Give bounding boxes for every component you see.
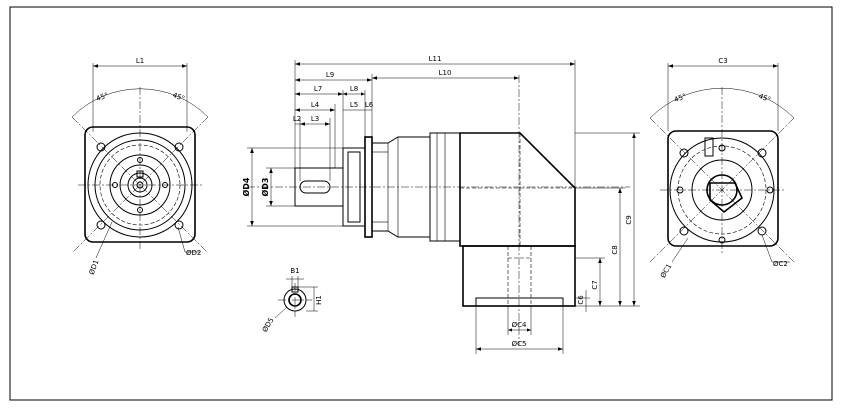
dim-C7-label: C7 [591, 280, 599, 289]
dim-C5-label: ØC5 [512, 340, 527, 348]
dim-L5-label: L5 [350, 101, 358, 109]
dim-L8-label: L8 [350, 85, 358, 93]
dim-L6-label: L6 [365, 101, 374, 109]
dim-D4-label: ØD4 [241, 177, 251, 196]
input-diag-line [71, 116, 209, 254]
leader-C2 [761, 234, 773, 263]
dim-B1-label: B1 [290, 267, 299, 275]
output-corner-hole [757, 226, 767, 236]
dim-L10-label: L10 [439, 69, 452, 77]
dim-L11-label: L11 [429, 55, 442, 63]
dim-arrow [295, 108, 335, 112]
dim-C2-label: ØC2 [773, 260, 788, 268]
dim-C3-label: C3 [718, 57, 727, 65]
side-view: L11 L10 L9 L7 L8 L4 L5 L6 L2 L3 [241, 55, 640, 354]
dim-L4-label: L4 [311, 101, 320, 109]
output-corner-hole [679, 226, 689, 236]
output-flange-view: C3 45° 45° ØC1 ØC2 [649, 57, 795, 280]
dim-D1-label: ØD1 [88, 259, 101, 276]
dim-arrow [598, 258, 602, 306]
dim-D3-label: ØD3 [260, 177, 270, 196]
dim-C8-label: C8 [611, 245, 619, 254]
shaft-section-view: B1 H1 ØD5 [261, 267, 323, 334]
input-diag-line [71, 116, 209, 254]
output-corner-hole [679, 148, 689, 158]
dim-L3-label: L3 [311, 115, 319, 123]
output-diag-line [649, 117, 795, 263]
leader-D5 [274, 306, 288, 319]
dim-C4-label: ØC4 [512, 321, 527, 329]
angle-label: 45° [95, 91, 109, 103]
dim-C9-label: C9 [625, 215, 633, 224]
angle-label: 45° [673, 92, 687, 104]
dim-arrow [295, 92, 343, 96]
dim-D2-label: ØD2 [186, 249, 201, 257]
input-flange-view: L1 45° 45° ØD1 ØD2 [71, 57, 209, 276]
dim-H1-label: H1 [315, 295, 323, 305]
angle-label: 45° [757, 92, 771, 104]
output-corner-hole [757, 148, 767, 158]
output-shaft-key [709, 182, 743, 214]
leader-D2 [177, 226, 186, 253]
input-inner-hole [137, 207, 143, 213]
input-corner-hole [96, 220, 106, 230]
dim-L1-label: L1 [136, 57, 144, 65]
input-corner-hole [174, 220, 184, 230]
dim-C6-label: C6 [577, 295, 585, 305]
input-angle-arc [71, 88, 209, 118]
dim-L9-label: L9 [326, 71, 334, 79]
output-angle-arc [649, 88, 795, 119]
main-housing [459, 132, 576, 247]
output-pilot [475, 297, 564, 307]
drawing-frame [9, 6, 833, 401]
output-top-slot [704, 137, 714, 157]
dim-D5-label: ØD5 [261, 316, 276, 333]
angle-label: 45° [171, 91, 185, 103]
leader-C1 [671, 237, 689, 263]
input-corner-hole [96, 142, 106, 152]
output-flange-outline [667, 130, 779, 247]
dim-C1-label: ØC1 [659, 263, 673, 280]
leader-D1 [95, 221, 113, 259]
dim-L7-label: L7 [314, 85, 322, 93]
dim-L2-label: L2 [293, 115, 301, 123]
input-corner-hole [174, 142, 184, 152]
